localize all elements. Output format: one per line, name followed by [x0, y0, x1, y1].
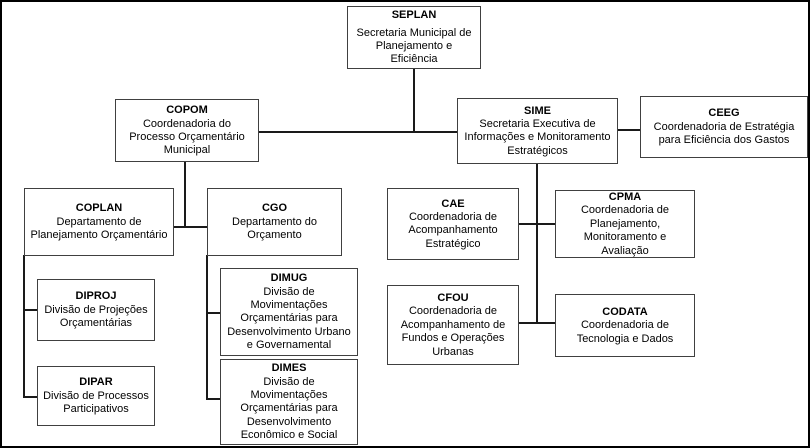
connector-to-dipar [23, 396, 38, 398]
node-description: Divisão de Movimentações Orçamentárias p… [240, 375, 338, 442]
org-node-seplan: SEPLAN Secretaria Municipal de Planejame… [347, 6, 481, 69]
connector-to-diproj [23, 309, 38, 311]
node-description: Divisão de Movimentações Orçamentárias p… [227, 285, 351, 352]
connector-coplan-down [23, 255, 25, 398]
node-code: DIMES [271, 362, 307, 375]
connector-to-dimes [206, 398, 221, 400]
org-node-sime: SIME Secretaria Executiva de Informações… [457, 98, 618, 164]
connector-cfou-codata [518, 322, 556, 324]
node-code: COPLAN [75, 202, 123, 215]
node-code: CEEG [708, 107, 740, 120]
node-code: CODATA [602, 305, 648, 318]
org-node-cpma: CPMA Coordenadoria de Planejamento, Moni… [555, 190, 695, 258]
connector-seplan-down [413, 68, 415, 133]
org-node-diproj: DIPROJ Divisão de Projeções Orçamentária… [37, 279, 155, 341]
node-code: COPOM [166, 104, 208, 117]
node-description: Departamento do Orçamento [232, 215, 317, 242]
node-description: Coordenadoria de Tecnologia e Dados [576, 319, 674, 345]
connector-sime-ceeg [616, 129, 640, 131]
org-node-coplan: COPLAN Departamento de Planejamento Orça… [24, 188, 174, 256]
connector-cgo-down [206, 255, 208, 400]
node-code: CFOU [437, 292, 469, 305]
org-node-cfou: CFOU Coordenadoria de Acompanhamento de … [387, 285, 519, 365]
connector-sime-down [536, 163, 538, 324]
node-description: Divisão de Processos Participativos [43, 389, 149, 416]
node-description: Secretaria Executiva de Informações e Mo… [464, 118, 611, 157]
node-code: CAE [441, 197, 465, 210]
node-description: Departamento de Planejamento Orçamentári… [30, 215, 168, 242]
org-node-dipar: DIPAR Divisão de Processos Participativo… [37, 366, 155, 426]
node-description: Coordenadoria de Estratégia para Eficiên… [653, 120, 795, 147]
org-node-cae: CAE Coordenadoria de Acompanhamento Estr… [387, 188, 519, 260]
org-node-dimes: DIMES Divisão de Movimentações Orçamentá… [220, 359, 358, 445]
org-node-dimug: DIMUG Divisão de Movimentações Orçamentá… [220, 268, 358, 356]
node-code: SEPLAN [391, 9, 437, 22]
org-node-codata: CODATA Coordenadoria de Tecnologia e Dad… [555, 294, 695, 357]
node-code: SIME [524, 104, 551, 117]
node-code: DIPAR [79, 376, 113, 389]
node-description: Coordenadoria de Acompanhamento Estratég… [408, 211, 498, 250]
org-node-cgo: CGO Departamento do Orçamento [207, 188, 342, 256]
connector-to-dimug [206, 312, 221, 314]
org-node-ceeg: CEEG Coordenadoria de Estratégia para Ef… [640, 96, 808, 158]
node-code: DIPROJ [75, 290, 117, 303]
node-description: Coordenadoria do Processo Orçamentário M… [129, 117, 245, 157]
org-node-copom: COPOM Coordenadoria do Processo Orçament… [115, 99, 259, 162]
node-code: CPMA [608, 191, 642, 204]
node-code: CGO [261, 202, 288, 215]
node-description: Secretaria Municipal de Planejamento e E… [356, 26, 472, 66]
connector-copom-down [184, 161, 186, 228]
node-code: DIMUG [270, 272, 308, 285]
node-description: Divisão de Projeções Orçamentárias [44, 303, 148, 330]
connector-coplan-cgo [173, 226, 208, 228]
node-description: Coordenadoria de Planejamento, Monitoram… [580, 204, 670, 257]
connector-copom-sime [258, 131, 458, 133]
node-description: Coordenadoria de Acompanhamento de Fundo… [400, 305, 506, 358]
connector-cae-cpma [518, 223, 556, 225]
